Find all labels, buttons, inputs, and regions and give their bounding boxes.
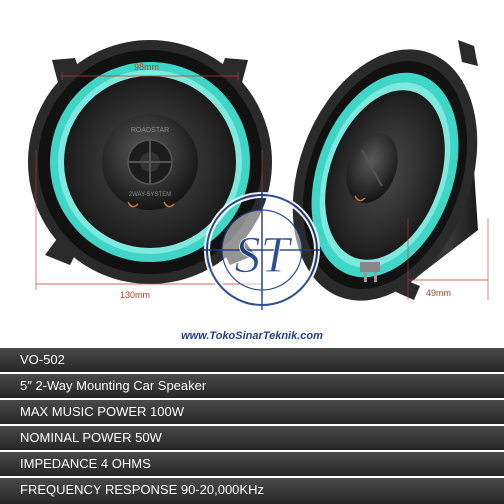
spec-row-nominal-power: NOMINAL POWER 50W: [0, 426, 504, 450]
dimension-label-49mm: 49mm: [426, 288, 451, 298]
dimension-label-98mm: 98mm: [134, 62, 159, 72]
mount-tab-side-top: [458, 40, 478, 66]
side-speaker: [292, 40, 478, 301]
spec-list: VO-502 5″ 2-Way Mounting Car Speaker MAX…: [0, 348, 504, 504]
brand-label: ROADSTAR: [131, 127, 169, 134]
spec-row-frequency: FREQUENCY RESPONSE 90-20,000KHz: [0, 478, 504, 504]
spec-row-type: 5″ 2-Way Mounting Car Speaker: [0, 374, 504, 398]
dimension-98mm: 98mm: [61, 62, 239, 80]
spec-row-max-power: MAX MUSIC POWER 100W: [0, 400, 504, 424]
dimension-label-130mm: 130mm: [120, 290, 150, 300]
watermark-logo: ST: [202, 190, 322, 310]
model-label: 2WAY-SYSTEM: [129, 192, 171, 198]
watermark-text: ST: [235, 227, 293, 284]
speaker-illustration: ROADSTAR 2WAY-SYSTEM 98mm 130mm: [28, 40, 489, 310]
spec-row-model: VO-502: [0, 348, 504, 372]
spec-row-impedance: IMPEDANCE 4 OHMS: [0, 452, 504, 476]
website-label[interactable]: www.TokoSinarTeknik.com: [181, 330, 323, 342]
dimension-49mm: 49mm: [407, 218, 489, 300]
front-speaker: ROADSTAR 2WAY-SYSTEM: [28, 40, 272, 284]
terminal-connector: [360, 262, 380, 272]
